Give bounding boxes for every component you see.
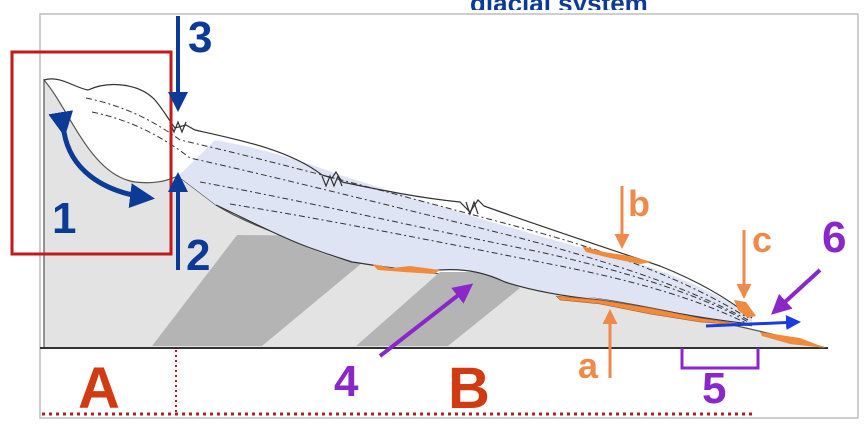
flow-line-2 xyxy=(91,111,749,321)
label-B: B xyxy=(448,356,490,421)
crevasse-1 xyxy=(169,120,187,134)
title-fragment: glacial system xyxy=(470,0,648,18)
diagram-frame xyxy=(39,13,859,419)
label-3: 3 xyxy=(188,13,212,62)
label-4: 4 xyxy=(334,357,359,406)
flow-line-4 xyxy=(229,203,749,325)
meltwater-arrow xyxy=(705,315,801,331)
label-b: b xyxy=(628,183,650,224)
cirque-highlight-box xyxy=(10,50,173,256)
flow-line-3 xyxy=(199,181,749,323)
sediment-b xyxy=(582,246,652,264)
crevasse-3 xyxy=(465,200,479,216)
sediment-basal-left xyxy=(372,264,440,274)
arrow-6 xyxy=(771,268,822,315)
crevasse-2 xyxy=(321,174,343,188)
arrow-4 xyxy=(378,283,474,358)
sediment-outwash xyxy=(760,332,826,348)
label-c: c xyxy=(752,219,772,260)
label-6: 6 xyxy=(822,213,846,262)
bedrock-band-1 xyxy=(152,235,368,346)
sediment-c xyxy=(734,300,756,318)
label-A: A xyxy=(78,356,120,421)
glacier-ice xyxy=(178,140,752,324)
label-5: 5 xyxy=(702,364,726,413)
label-a: a xyxy=(578,345,599,386)
label-2: 2 xyxy=(186,231,210,280)
bracket-5 xyxy=(680,348,760,370)
label-1: 1 xyxy=(52,194,76,243)
rotation-arrow xyxy=(48,110,155,209)
